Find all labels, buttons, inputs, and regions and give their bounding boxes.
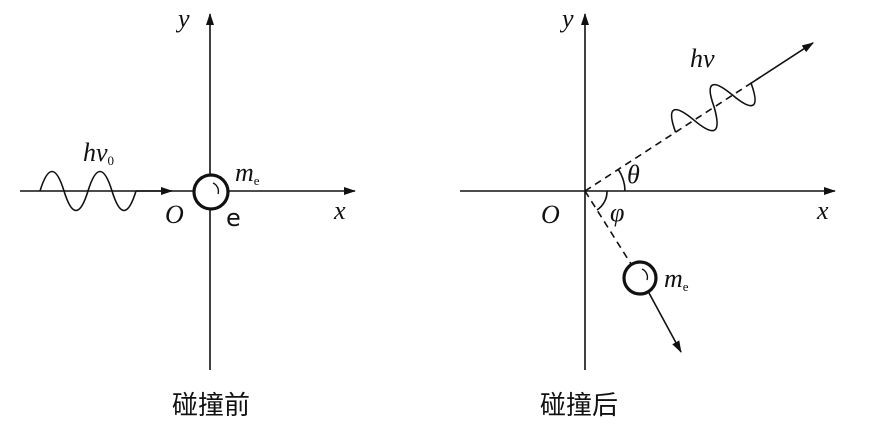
theta-arc [617, 168, 626, 192]
after-x-label: x [817, 196, 829, 225]
after-photon-wave [670, 75, 762, 133]
before-x-label: x [334, 196, 346, 225]
before-origin-label: O [165, 200, 184, 229]
photon-energy: hν [83, 138, 108, 167]
before-mass-label: me [235, 158, 260, 188]
before-photon-wave [39, 170, 137, 212]
phi-label: φ [610, 198, 625, 227]
mass-subscript: e [253, 173, 260, 188]
before-electron [192, 173, 230, 211]
before-photon-label: hν0 [83, 138, 115, 168]
after-photon-label: hν [690, 44, 715, 73]
after-caption: 碰撞后 [540, 391, 619, 421]
theta-label: θ [627, 160, 640, 189]
after-origin-label: O [541, 200, 560, 229]
electron-path-dashed [584, 190, 632, 265]
before-caption: 碰撞前 [172, 391, 251, 421]
mass-symbol: m [235, 158, 254, 187]
before-y-label: y [178, 4, 190, 33]
after-panel [460, 13, 836, 370]
electron-path-arrow [648, 292, 682, 353]
scattered-photon [584, 42, 814, 192]
mass-subscript: e [682, 279, 689, 294]
electron-label: e [226, 204, 241, 232]
after-y-label: y [562, 4, 574, 33]
phi-arc [596, 190, 608, 211]
mass-symbol: m [664, 264, 683, 293]
after-mass-label: me [664, 264, 689, 294]
after-electron [622, 260, 658, 296]
photon-subscript: 0 [107, 153, 115, 168]
before-panel [20, 13, 356, 370]
